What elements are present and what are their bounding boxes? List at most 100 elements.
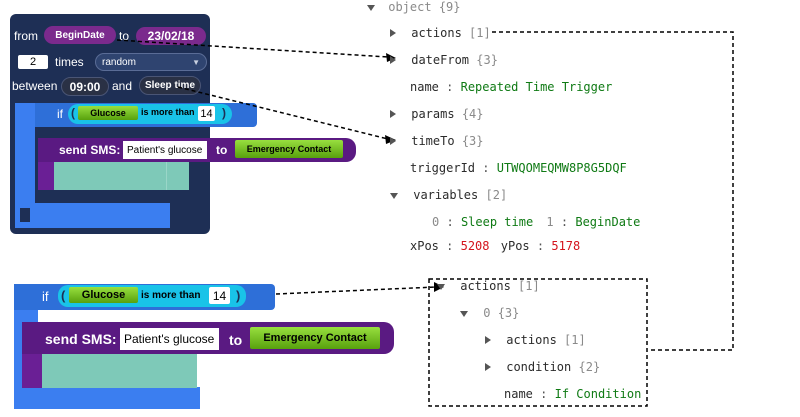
json-key: actions <box>411 26 462 40</box>
chevron-down-icon: ▼ <box>192 57 200 67</box>
json-key: name <box>504 387 533 401</box>
json-sub-item0[interactable]: 0 {3} <box>460 306 519 320</box>
json-variables-items: 0 : Sleep time 1 : BeginDate <box>432 215 640 229</box>
json-count: {4} <box>461 107 484 121</box>
json-separator: : <box>446 239 454 253</box>
json-key: params <box>411 107 455 121</box>
sms-text-input-top[interactable]: Patient's glucose <box>123 141 207 159</box>
json-value: 5208 <box>460 239 490 253</box>
json-separator: : <box>446 80 454 94</box>
json-sub-name: name : If Condition <box>504 387 641 401</box>
sms-block-bottom-body <box>42 354 197 388</box>
json-sub-actions[interactable]: actions [1] <box>437 279 540 293</box>
json-count: [1] <box>469 26 491 40</box>
glucose-variable-bottom[interactable]: Glucose <box>69 287 138 303</box>
expand-down-icon[interactable] <box>460 311 468 317</box>
glucose-variable-top[interactable]: Glucose <box>78 106 138 120</box>
json-root-key: object <box>388 0 432 14</box>
condition-value-bottom[interactable]: 14 <box>209 287 230 304</box>
json-value: UTWQOMEQMW8P8G5DQF <box>496 161 627 175</box>
send-sms-label: send SMS: <box>59 143 121 157</box>
json-count: {2} <box>578 360 601 374</box>
json-value: BeginDate <box>575 215 641 229</box>
expand-right-icon[interactable] <box>485 336 491 344</box>
json-value: Repeated Time Trigger <box>460 80 613 94</box>
if-block-top-bottom-bar <box>15 203 170 228</box>
json-count: [1] <box>564 333 586 347</box>
json-count: [2] <box>485 188 508 202</box>
json-index: 0 <box>432 215 440 229</box>
json-count: [1] <box>518 279 540 293</box>
json-value: Sleep time <box>460 215 534 229</box>
json-key: dateFrom <box>411 53 470 67</box>
expand-down-icon[interactable] <box>437 284 445 290</box>
start-time-field[interactable]: 09:00 <box>61 77 109 96</box>
to-date-field[interactable]: 23/02/18 <box>136 27 206 45</box>
paren-close: ) <box>236 288 241 303</box>
json-field-triggerId: triggerId : UTWQOMEQMW8P8G5DQF <box>410 161 627 175</box>
json-count: {3} <box>476 53 498 67</box>
json-node-timeTo[interactable]: timeTo {3} <box>390 134 484 148</box>
json-key: timeTo <box>411 134 455 148</box>
sleep-time-variable[interactable]: Sleep time <box>139 76 201 95</box>
json-field-position: xPos : 5208 yPos : 5178 <box>410 239 580 253</box>
sms-to-label: to <box>229 332 243 348</box>
if-block-bottom-bottom-bar <box>14 387 200 409</box>
expand-right-icon[interactable] <box>390 110 396 118</box>
if-label: if <box>42 289 49 304</box>
json-value: 5178 <box>551 239 581 253</box>
json-root[interactable]: object {9} <box>367 0 461 14</box>
expand-right-icon[interactable] <box>485 363 491 371</box>
json-key: triggerId <box>410 161 476 175</box>
condition-operator-bottom: is more than <box>141 290 201 301</box>
json-field-name: name : Repeated Time Trigger <box>410 80 612 94</box>
json-key: condition <box>506 360 572 374</box>
if-label: if <box>57 107 63 121</box>
json-count: {3} <box>497 306 520 320</box>
times-input[interactable]: 2 <box>18 55 48 69</box>
json-key: actions <box>506 333 557 347</box>
expand-right-icon[interactable] <box>390 137 396 145</box>
and-label: and <box>112 79 133 93</box>
paren-close: ) <box>222 106 226 120</box>
json-root-count: {9} <box>438 0 461 14</box>
json-sub-inner-actions[interactable]: actions [1] <box>485 333 586 347</box>
expand-right-icon[interactable] <box>390 56 396 64</box>
send-sms-label: send SMS: <box>45 331 117 347</box>
emergency-contact-top[interactable]: Emergency Contact <box>235 140 343 158</box>
expand-down-icon[interactable] <box>390 193 398 199</box>
to-label: to <box>119 29 130 43</box>
json-node-dateFrom[interactable]: dateFrom {3} <box>390 53 498 67</box>
mode-dropdown-value: random <box>102 56 136 68</box>
json-separator: : <box>536 239 545 253</box>
json-index: 0 <box>483 306 491 320</box>
condition-value-top[interactable]: 14 <box>198 106 215 121</box>
json-sub-condition[interactable]: condition {2} <box>485 360 600 374</box>
json-key: variables <box>413 188 479 202</box>
between-label: between <box>12 79 58 93</box>
json-count: {3} <box>461 134 484 148</box>
sms-block-top-body <box>54 162 189 190</box>
paren-open: ( <box>61 288 66 303</box>
expand-down-icon[interactable] <box>367 5 375 11</box>
expand-right-icon[interactable] <box>390 29 396 37</box>
json-separator: : <box>560 215 569 229</box>
json-node-params[interactable]: params {4} <box>390 107 484 121</box>
if-block-top-left-rail <box>15 103 35 228</box>
emergency-contact-bottom[interactable]: Emergency Contact <box>250 327 380 349</box>
json-node-variables[interactable]: variables [2] <box>390 188 507 202</box>
condition-operator-top: is more than <box>141 107 195 117</box>
begin-date-variable[interactable]: BeginDate <box>44 26 116 44</box>
paren-open: ( <box>71 106 75 120</box>
json-separator: : <box>482 161 490 175</box>
sms-to-label: to <box>216 143 228 157</box>
connector-sub-actions <box>275 286 437 295</box>
json-node-actions[interactable]: actions [1] <box>390 26 491 40</box>
json-separator: : <box>446 215 454 229</box>
json-key: xPos <box>410 239 439 253</box>
json-key: name <box>410 80 439 94</box>
sms-text-input-bottom[interactable]: Patient's glucose <box>120 328 219 350</box>
mode-dropdown[interactable]: random ▼ <box>95 53 207 71</box>
json-index: 1 <box>546 215 554 229</box>
times-label: times <box>55 55 84 69</box>
